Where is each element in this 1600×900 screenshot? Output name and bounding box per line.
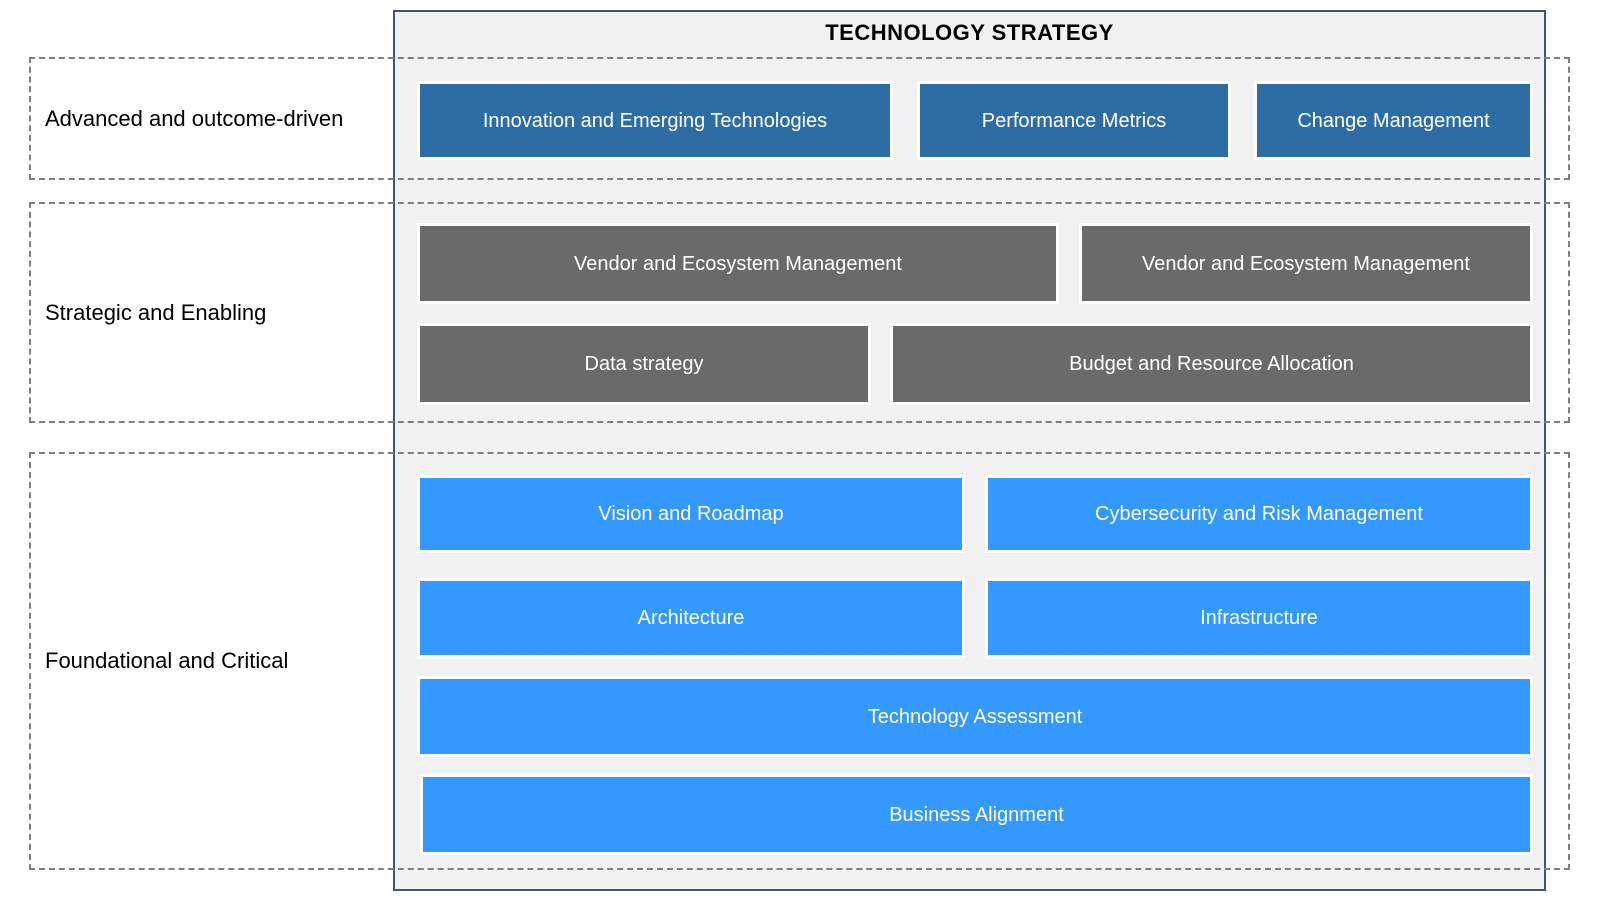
tier-label-strategic: Strategic and Enabling [45, 299, 267, 325]
box-vendor-and-ecosystem-management-1: Vendor and Ecosystem Management [417, 223, 1059, 304]
diagram-title: TECHNOLOGY STRATEGY [825, 20, 1114, 45]
box-innovation-and-emerging-technologies: Innovation and Emerging Technologies [417, 81, 893, 160]
box-technology-assessment: Technology Assessment [417, 676, 1533, 757]
box-change-management: Change Management [1254, 81, 1533, 160]
box-business-alignment: Business Alignment [420, 774, 1533, 855]
box-budget-and-resource-allocation: Budget and Resource Allocation [890, 323, 1533, 405]
box-vision-and-roadmap: Vision and Roadmap [417, 475, 965, 553]
box-vendor-and-ecosystem-management-2: Vendor and Ecosystem Management [1079, 223, 1533, 304]
box-cybersecurity-and-risk-management: Cybersecurity and Risk Management [985, 475, 1533, 553]
tier-label-foundational: Foundational and Critical [45, 648, 289, 673]
box-infrastructure: Infrastructure [985, 578, 1533, 658]
box-data-strategy: Data strategy [417, 323, 871, 405]
tier-label-advanced: Advanced and outcome-driven [45, 105, 344, 131]
box-performance-metrics: Performance Metrics [917, 81, 1231, 160]
box-architecture: Architecture [417, 578, 965, 658]
